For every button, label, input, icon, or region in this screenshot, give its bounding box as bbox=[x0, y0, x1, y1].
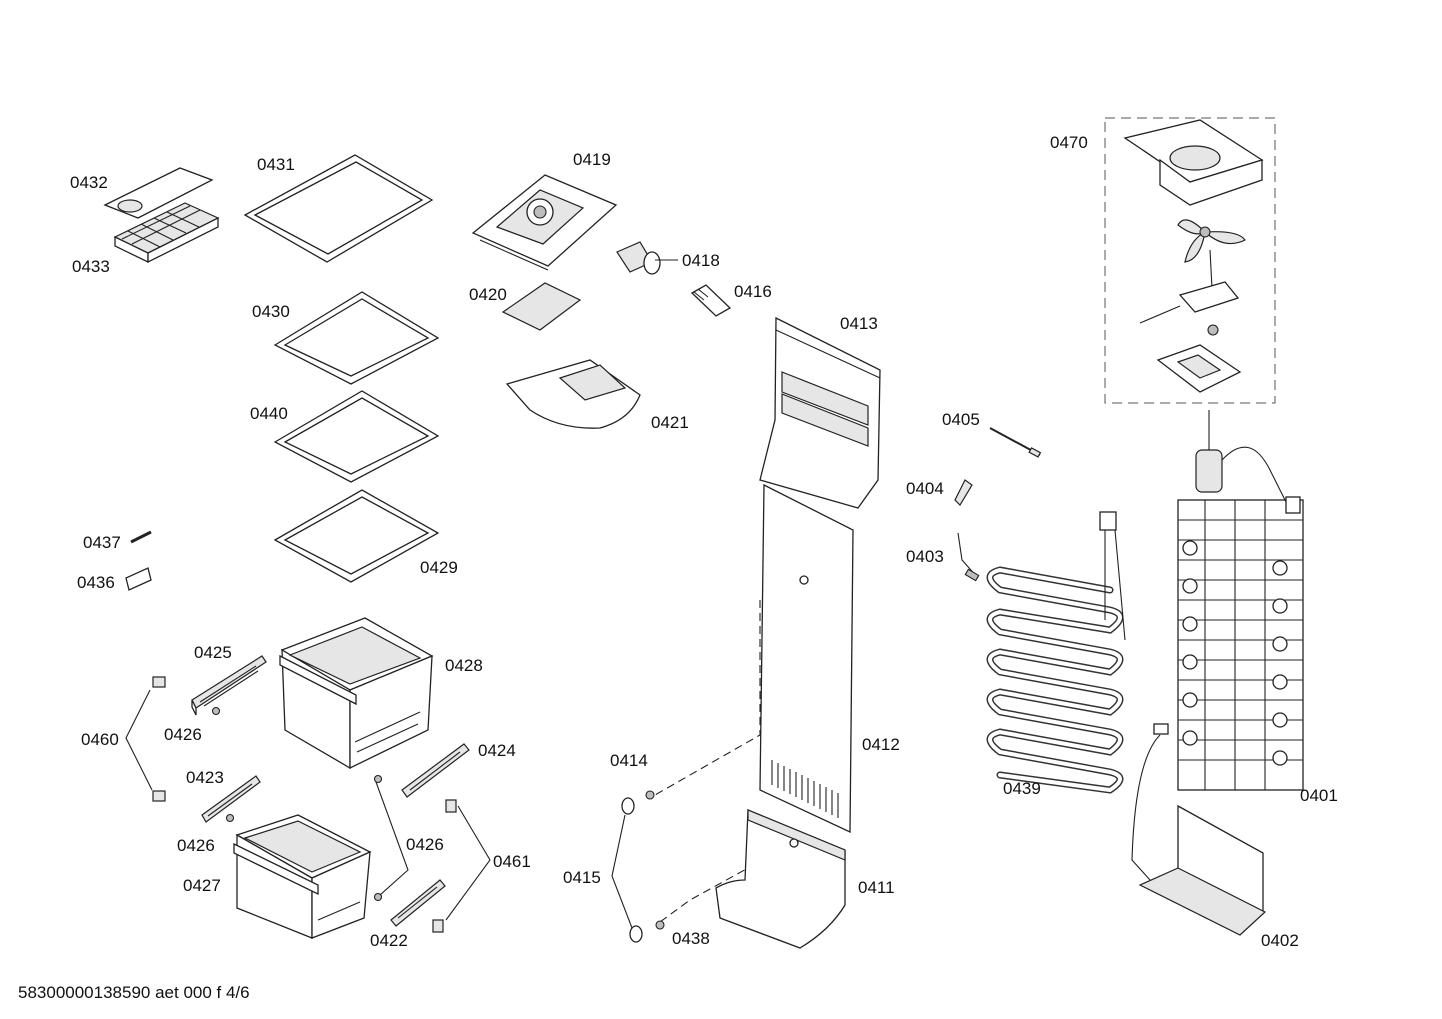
evaporator-0401 bbox=[1177, 410, 1304, 791]
label-0402: 0402 bbox=[1261, 931, 1299, 950]
crisper-drawer-lower bbox=[233, 814, 372, 939]
label-0431: 0431 bbox=[257, 155, 295, 174]
label-0440: 0440 bbox=[250, 404, 288, 423]
label-0424: 0424 bbox=[478, 741, 516, 760]
light-cover-0421 bbox=[505, 359, 641, 429]
label-0405: 0405 bbox=[942, 410, 980, 429]
rail-clips-0460 bbox=[125, 676, 166, 802]
label-0412: 0412 bbox=[862, 735, 900, 754]
label-0418: 0418 bbox=[682, 251, 720, 270]
label-0401: 0401 bbox=[1300, 786, 1338, 805]
fan-bracket bbox=[1123, 119, 1264, 206]
slide-rail-0422 bbox=[390, 879, 446, 927]
light-cover-film-0420 bbox=[501, 282, 582, 331]
label-0429: 0429 bbox=[420, 558, 458, 577]
label-0421: 0421 bbox=[651, 413, 689, 432]
sensor-0405 bbox=[989, 427, 1042, 458]
label-0470: 0470 bbox=[1050, 133, 1088, 152]
sensor-0403 bbox=[957, 532, 980, 582]
rail-screws bbox=[211, 706, 409, 902]
label-0432: 0432 bbox=[70, 173, 108, 192]
fan-shroud-0419 bbox=[471, 174, 618, 271]
label-0461: 0461 bbox=[493, 852, 531, 871]
fan-blade bbox=[1177, 219, 1246, 263]
evaporator-coil-loops bbox=[1182, 540, 1288, 766]
label-0411: 0411 bbox=[858, 878, 895, 897]
air-duct-panel-0413 bbox=[759, 316, 881, 509]
label-0433: 0433 bbox=[72, 257, 110, 276]
clip-0404 bbox=[954, 479, 973, 506]
label-0413: 0413 bbox=[840, 314, 878, 333]
label-0403: 0403 bbox=[906, 547, 944, 566]
label-0423: 0423 bbox=[186, 768, 224, 787]
screw-0414 bbox=[645, 790, 655, 800]
glass-shelf-top bbox=[243, 154, 434, 263]
fan-assembly-group-box bbox=[1104, 117, 1276, 404]
lamp-socket-0418 bbox=[616, 241, 678, 275]
glass-shelf-3 bbox=[273, 390, 440, 483]
lamp-bulb-0416 bbox=[690, 284, 732, 317]
small-pin bbox=[130, 530, 152, 544]
bottom-cover-0411 bbox=[715, 809, 846, 949]
glass-shelf-4 bbox=[273, 489, 440, 583]
motor-mount bbox=[1156, 344, 1242, 393]
label-0426-a: 0426 bbox=[164, 725, 202, 744]
fan-motor bbox=[1139, 249, 1240, 336]
drip-tray-0402 bbox=[1131, 723, 1267, 936]
label-0428: 0428 bbox=[445, 656, 483, 675]
crisper-drawer-upper bbox=[279, 617, 434, 770]
ice-cube-tray-cover bbox=[103, 167, 214, 219]
label-0415: 0415 bbox=[563, 868, 601, 887]
defrost-heater-0439 bbox=[986, 511, 1126, 794]
small-clip bbox=[125, 567, 152, 591]
label-0460: 0460 bbox=[81, 730, 119, 749]
label-0425: 0425 bbox=[194, 643, 232, 662]
label-0420: 0420 bbox=[469, 285, 507, 304]
ice-cube-tray bbox=[113, 202, 220, 264]
label-0419: 0419 bbox=[573, 150, 611, 169]
slide-rail-0424 bbox=[401, 743, 470, 798]
vent-slots bbox=[771, 760, 839, 818]
glass-shelf-2 bbox=[273, 291, 440, 385]
label-0430: 0430 bbox=[252, 302, 290, 321]
label-0438: 0438 bbox=[672, 929, 710, 948]
caps-0415 bbox=[611, 797, 643, 943]
label-0436: 0436 bbox=[77, 573, 115, 592]
evaporator-fins bbox=[1178, 500, 1303, 790]
label-0416: 0416 bbox=[734, 282, 772, 301]
slide-rail-0425 bbox=[191, 655, 267, 716]
label-0414: 0414 bbox=[610, 751, 648, 770]
label-0426-b: 0426 bbox=[406, 835, 444, 854]
label-0404: 0404 bbox=[906, 479, 944, 498]
label-0439: 0439 bbox=[1003, 779, 1041, 798]
document-id: 58300000138590 aet 000 f 4/6 bbox=[18, 983, 250, 1002]
label-0427: 0427 bbox=[183, 876, 221, 895]
label-0422: 0422 bbox=[370, 931, 408, 950]
screw-0438 bbox=[655, 920, 665, 930]
rail-clips-0461 bbox=[432, 799, 491, 933]
slide-rail-0423 bbox=[201, 775, 261, 823]
label-0437: 0437 bbox=[83, 533, 121, 552]
label-0426-c: 0426 bbox=[177, 836, 215, 855]
rear-panel-0412 bbox=[759, 483, 854, 834]
